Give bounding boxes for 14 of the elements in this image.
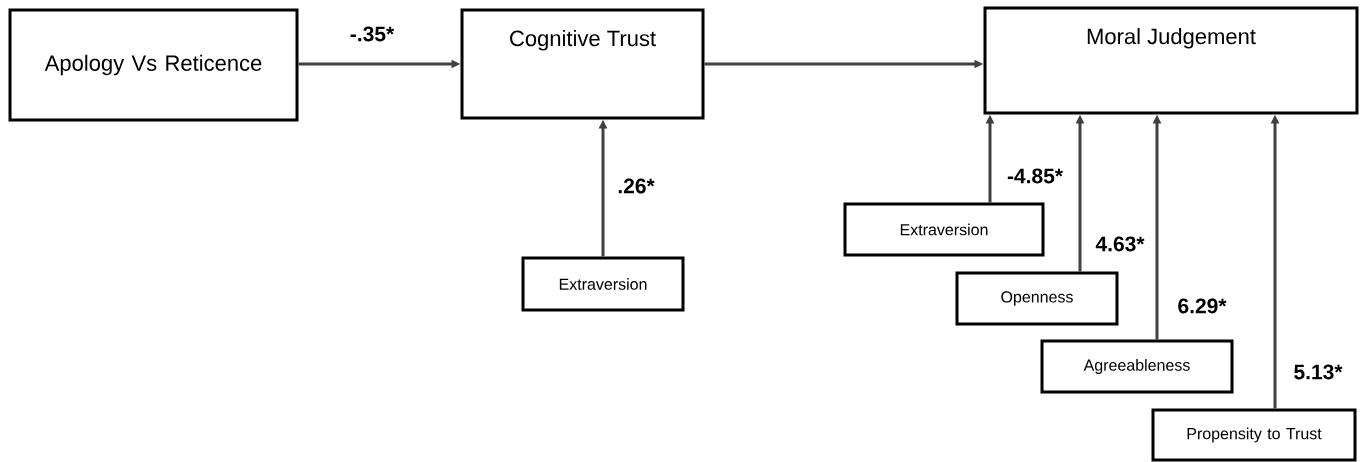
variable-box: Agreeableness <box>1040 339 1234 394</box>
edge-label: 6.29* <box>1178 298 1227 314</box>
edge-label: -4.85* <box>1007 168 1063 184</box>
variable-box: Propensity to Trust <box>1151 408 1357 462</box>
variable-box: Cognitive Trust <box>460 8 705 120</box>
edge-label: 5.13* <box>1294 364 1343 380</box>
variable-box: Extraversion <box>521 256 685 312</box>
edge-label: .26* <box>618 178 655 194</box>
edge-label: -.35* <box>350 26 395 42</box>
variable-box: Extraversion <box>843 202 1045 257</box>
edge-label: 4.63* <box>1095 236 1145 252</box>
variable-box: Moral Judgement <box>983 6 1359 115</box>
variable-box: Apology Vs Reticence <box>8 8 299 122</box>
variable-box: Openness <box>955 271 1119 326</box>
